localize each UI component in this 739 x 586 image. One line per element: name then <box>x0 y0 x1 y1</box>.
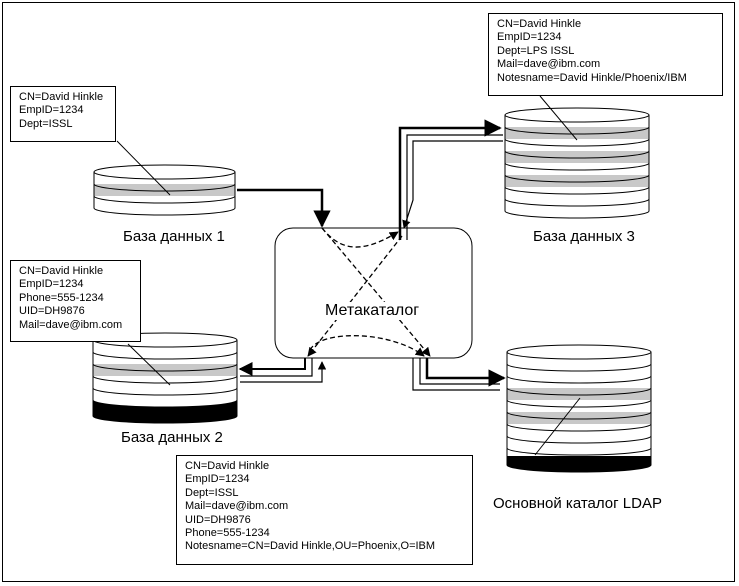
note-db2-line: Mail=dave@ibm.com <box>19 318 123 331</box>
arrow-metacatalog-to-db2 <box>238 358 306 376</box>
arrow-db2-to-metacatalog <box>240 361 327 383</box>
database-1-label: База данных 1 <box>123 228 225 245</box>
metacatalog-label: Метакаталог <box>323 302 422 320</box>
arrow-db1-to-metacatalog <box>237 188 331 228</box>
database-1-cylinder <box>93 164 236 216</box>
callout-line-db1 <box>116 140 171 196</box>
arrow-metacatalog-to-ldap <box>425 358 506 387</box>
arrow-metacatalog-to-db3 <box>398 119 502 240</box>
metacatalog-box <box>274 227 473 359</box>
note-database-2: CN=David Hinkle EmpID=1234 Phone=555-123… <box>10 260 141 342</box>
dashed-flows <box>307 227 431 357</box>
note-db2-line: UID=DH9876 <box>19 305 85 318</box>
database-2-cylinder <box>92 332 238 424</box>
note-db1-line: Dept=ISSL <box>19 117 73 130</box>
note-database-1: CN=David Hinkle EmpID=1234 Dept=ISSL <box>10 86 116 142</box>
note-db3-line: EmpID=1234 <box>497 31 562 44</box>
callout-line-db3 <box>539 95 578 141</box>
note-db2-line: CN=David Hinkle <box>19 265 104 277</box>
note-db1-line: EmpID=1234 <box>19 104 84 117</box>
note-db3-line: Mail=dave@ibm.com <box>497 58 601 71</box>
note-database-3: CN=David Hinkle EmpID=1234 Dept=LPS ISSL… <box>488 13 723 96</box>
note-db3-line: Dept=LPS ISSL <box>497 44 575 57</box>
note-ldap: CN=David Hinkle EmpID=1234 Dept=ISSL Mai… <box>176 455 473 565</box>
callout-line-db2 <box>127 343 171 386</box>
note-db2-line: EmpID=1234 <box>19 278 84 291</box>
note-ldap-line: CN=David Hinkle <box>185 460 270 472</box>
note-ldap-line: EmpID=1234 <box>185 473 250 486</box>
note-db2-line: Phone=555-1234 <box>19 291 104 304</box>
database-3-label: База данных 3 <box>533 228 635 245</box>
note-db3-line: Notesname=David Hinkle/Phoenix/IBM <box>497 71 687 84</box>
database-2-label: База данных 2 <box>121 429 223 446</box>
arrow-db3-to-metacatalog <box>402 140 503 229</box>
note-db1-line: CN=David Hinkle <box>19 91 104 103</box>
database-3-cylinder <box>504 107 650 219</box>
note-db3-line: CN=David Hinkle <box>497 18 582 30</box>
ldap-label: Основной каталог LDAP <box>493 495 662 512</box>
callout-line-ldap <box>534 397 581 456</box>
note-ldap-line: Notesname=CN=David Hinkle,OU=Phoenix,O=I… <box>185 540 436 553</box>
note-ldap-line: UID=DH9876 <box>185 513 251 526</box>
note-ldap-line: Mail=dave@ibm.com <box>185 500 289 513</box>
ldap-cylinder <box>506 344 652 473</box>
note-ldap-line: Phone=555-1234 <box>185 527 270 540</box>
note-ldap-line: Dept=ISSL <box>185 486 239 499</box>
